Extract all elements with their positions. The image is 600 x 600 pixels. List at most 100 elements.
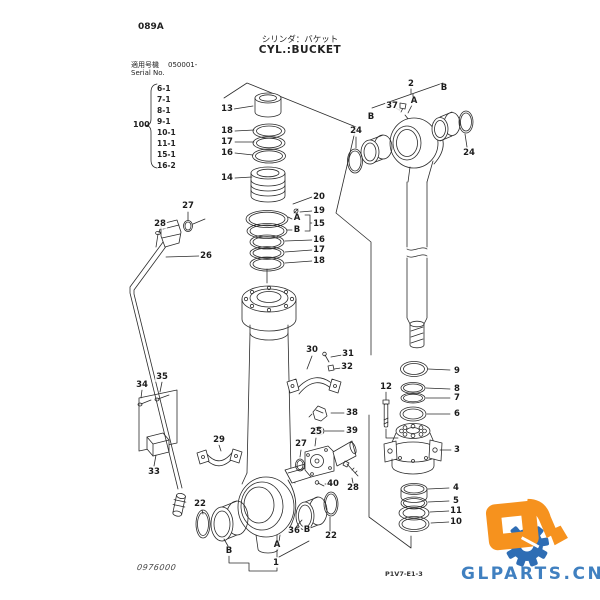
part-callout-9: 9 (453, 365, 461, 376)
part-B-bushing-bottom-right (295, 496, 328, 531)
part-callout-25: 25 (309, 426, 323, 437)
nut-32 (327, 364, 335, 372)
part-callout-27: 27 (181, 200, 195, 211)
serial-variant: 10-1 (157, 128, 176, 137)
group-number: 100 (133, 120, 150, 129)
part-callout-16: 16 (312, 234, 326, 245)
part-3-gland (383, 423, 443, 475)
part-callout-22: 22 (324, 530, 338, 541)
part-11-ring (398, 505, 430, 521)
serial-variant: 16-2 (157, 161, 176, 170)
part-callout-19: 19 (312, 205, 326, 216)
part-callout-B: B (224, 545, 234, 556)
part-callout-8: 8 (453, 383, 461, 394)
part-callout-B: B (366, 111, 376, 122)
part-callout-33: 33 (147, 466, 161, 477)
part-callout-18: 18 (220, 125, 234, 136)
part-callout-5: 5 (452, 495, 460, 506)
part-13-piston-nut (254, 92, 282, 118)
part-8-ring (400, 382, 426, 394)
part-callout-6: 6 (453, 408, 461, 419)
serial-variant: 15-1 (157, 150, 176, 159)
part-26-pipe (129, 219, 193, 517)
title-english: CYL.:BUCKET (258, 44, 342, 56)
part-5-ring (400, 496, 428, 510)
part-1-cylinder-tube (237, 285, 313, 554)
part-callout-35: 35 (155, 371, 169, 382)
part-6-ring (399, 406, 427, 422)
part-callout-36: 36 (287, 525, 301, 536)
part-25-valve (295, 405, 359, 487)
plug-38 (312, 405, 328, 422)
part-callout-B: B (302, 524, 312, 535)
part-24-rings-top (347, 110, 474, 174)
part-callout-B: B (292, 224, 302, 235)
part-15-rings-AB (245, 210, 289, 239)
part-callout-27: 27 (294, 438, 308, 449)
serial-variant: 11-1 (157, 139, 176, 148)
serial-variant: 8-1 (157, 106, 171, 115)
excavator-icon (486, 498, 568, 551)
part-17-ring-lower (249, 246, 285, 260)
part-callout-16: 16 (220, 147, 234, 158)
part-callout-15: 15 (312, 218, 326, 229)
part-B-bushings-top (360, 111, 461, 165)
part-callout-24: 24 (462, 147, 476, 158)
part-callout-39: 39 (345, 425, 359, 436)
bolt-28-right (346, 463, 359, 477)
glparts-site-name: GLPARTS.CN (461, 564, 600, 584)
part-callout-28: 28 (153, 218, 167, 229)
o-ring-27-left (183, 220, 193, 232)
screw-40 (317, 482, 325, 487)
part-16-ring-upper (252, 148, 286, 164)
part-callout-2: 2 (407, 78, 415, 89)
part-callout-34: 34 (135, 379, 149, 390)
o-ring-27-right (295, 458, 305, 472)
part-9-ring (400, 361, 428, 377)
part-10-ring (398, 516, 430, 532)
part-callout-17: 17 (220, 136, 234, 147)
bolt-28-left (155, 233, 159, 248)
part-callout-32: 32 (340, 361, 354, 372)
part-30-clamp-band (286, 351, 342, 395)
part-14-piston (250, 166, 286, 203)
serial-label-jp: 適用号機 (131, 61, 159, 69)
part-callout-31: 31 (341, 348, 355, 359)
part-callout-24: 24 (349, 125, 363, 136)
part-22-ring-right (323, 491, 339, 517)
part-callout-A: A (292, 212, 302, 223)
part-callout-4: 4 (452, 482, 460, 493)
part-callout-13: 13 (220, 103, 234, 114)
assembly-boundary-lines (223, 82, 412, 549)
part-callout-B: B (439, 82, 449, 93)
part-29-clamp-band (196, 448, 243, 467)
part-callout-40: 40 (326, 478, 340, 489)
serial-variant: 9-1 (157, 117, 171, 126)
part-callout-1: 1 (272, 557, 280, 568)
part-callout-A: A (409, 95, 419, 106)
part-callout-11: 11 (449, 505, 463, 516)
part-16-ring-lower (249, 234, 285, 250)
title-japanese: シリンダ：バケット (261, 35, 339, 45)
glparts-gear-excavator-icon (486, 498, 568, 567)
part-callout-26: 26 (199, 250, 213, 261)
part-callout-A: A (272, 539, 282, 550)
part-callout-29: 29 (212, 434, 226, 445)
part-callout-30: 30 (305, 344, 319, 355)
part-4-ring (400, 483, 428, 503)
bolt-34 (140, 399, 152, 405)
serial-value: 050001- (168, 61, 198, 69)
part-callout-22: 22 (193, 498, 207, 509)
part-18-ring-upper (252, 123, 286, 139)
bolt-31 (324, 354, 330, 363)
part-callout-28: 28 (346, 482, 360, 493)
sheet-code: P1V7-E1-3 (385, 570, 423, 578)
part-callout-3: 3 (453, 444, 461, 455)
serial-variant: 6-1 (157, 84, 171, 93)
part-callout-38: 38 (345, 407, 359, 418)
part-12-bolt (382, 399, 390, 428)
part-callout-14: 14 (220, 172, 234, 183)
